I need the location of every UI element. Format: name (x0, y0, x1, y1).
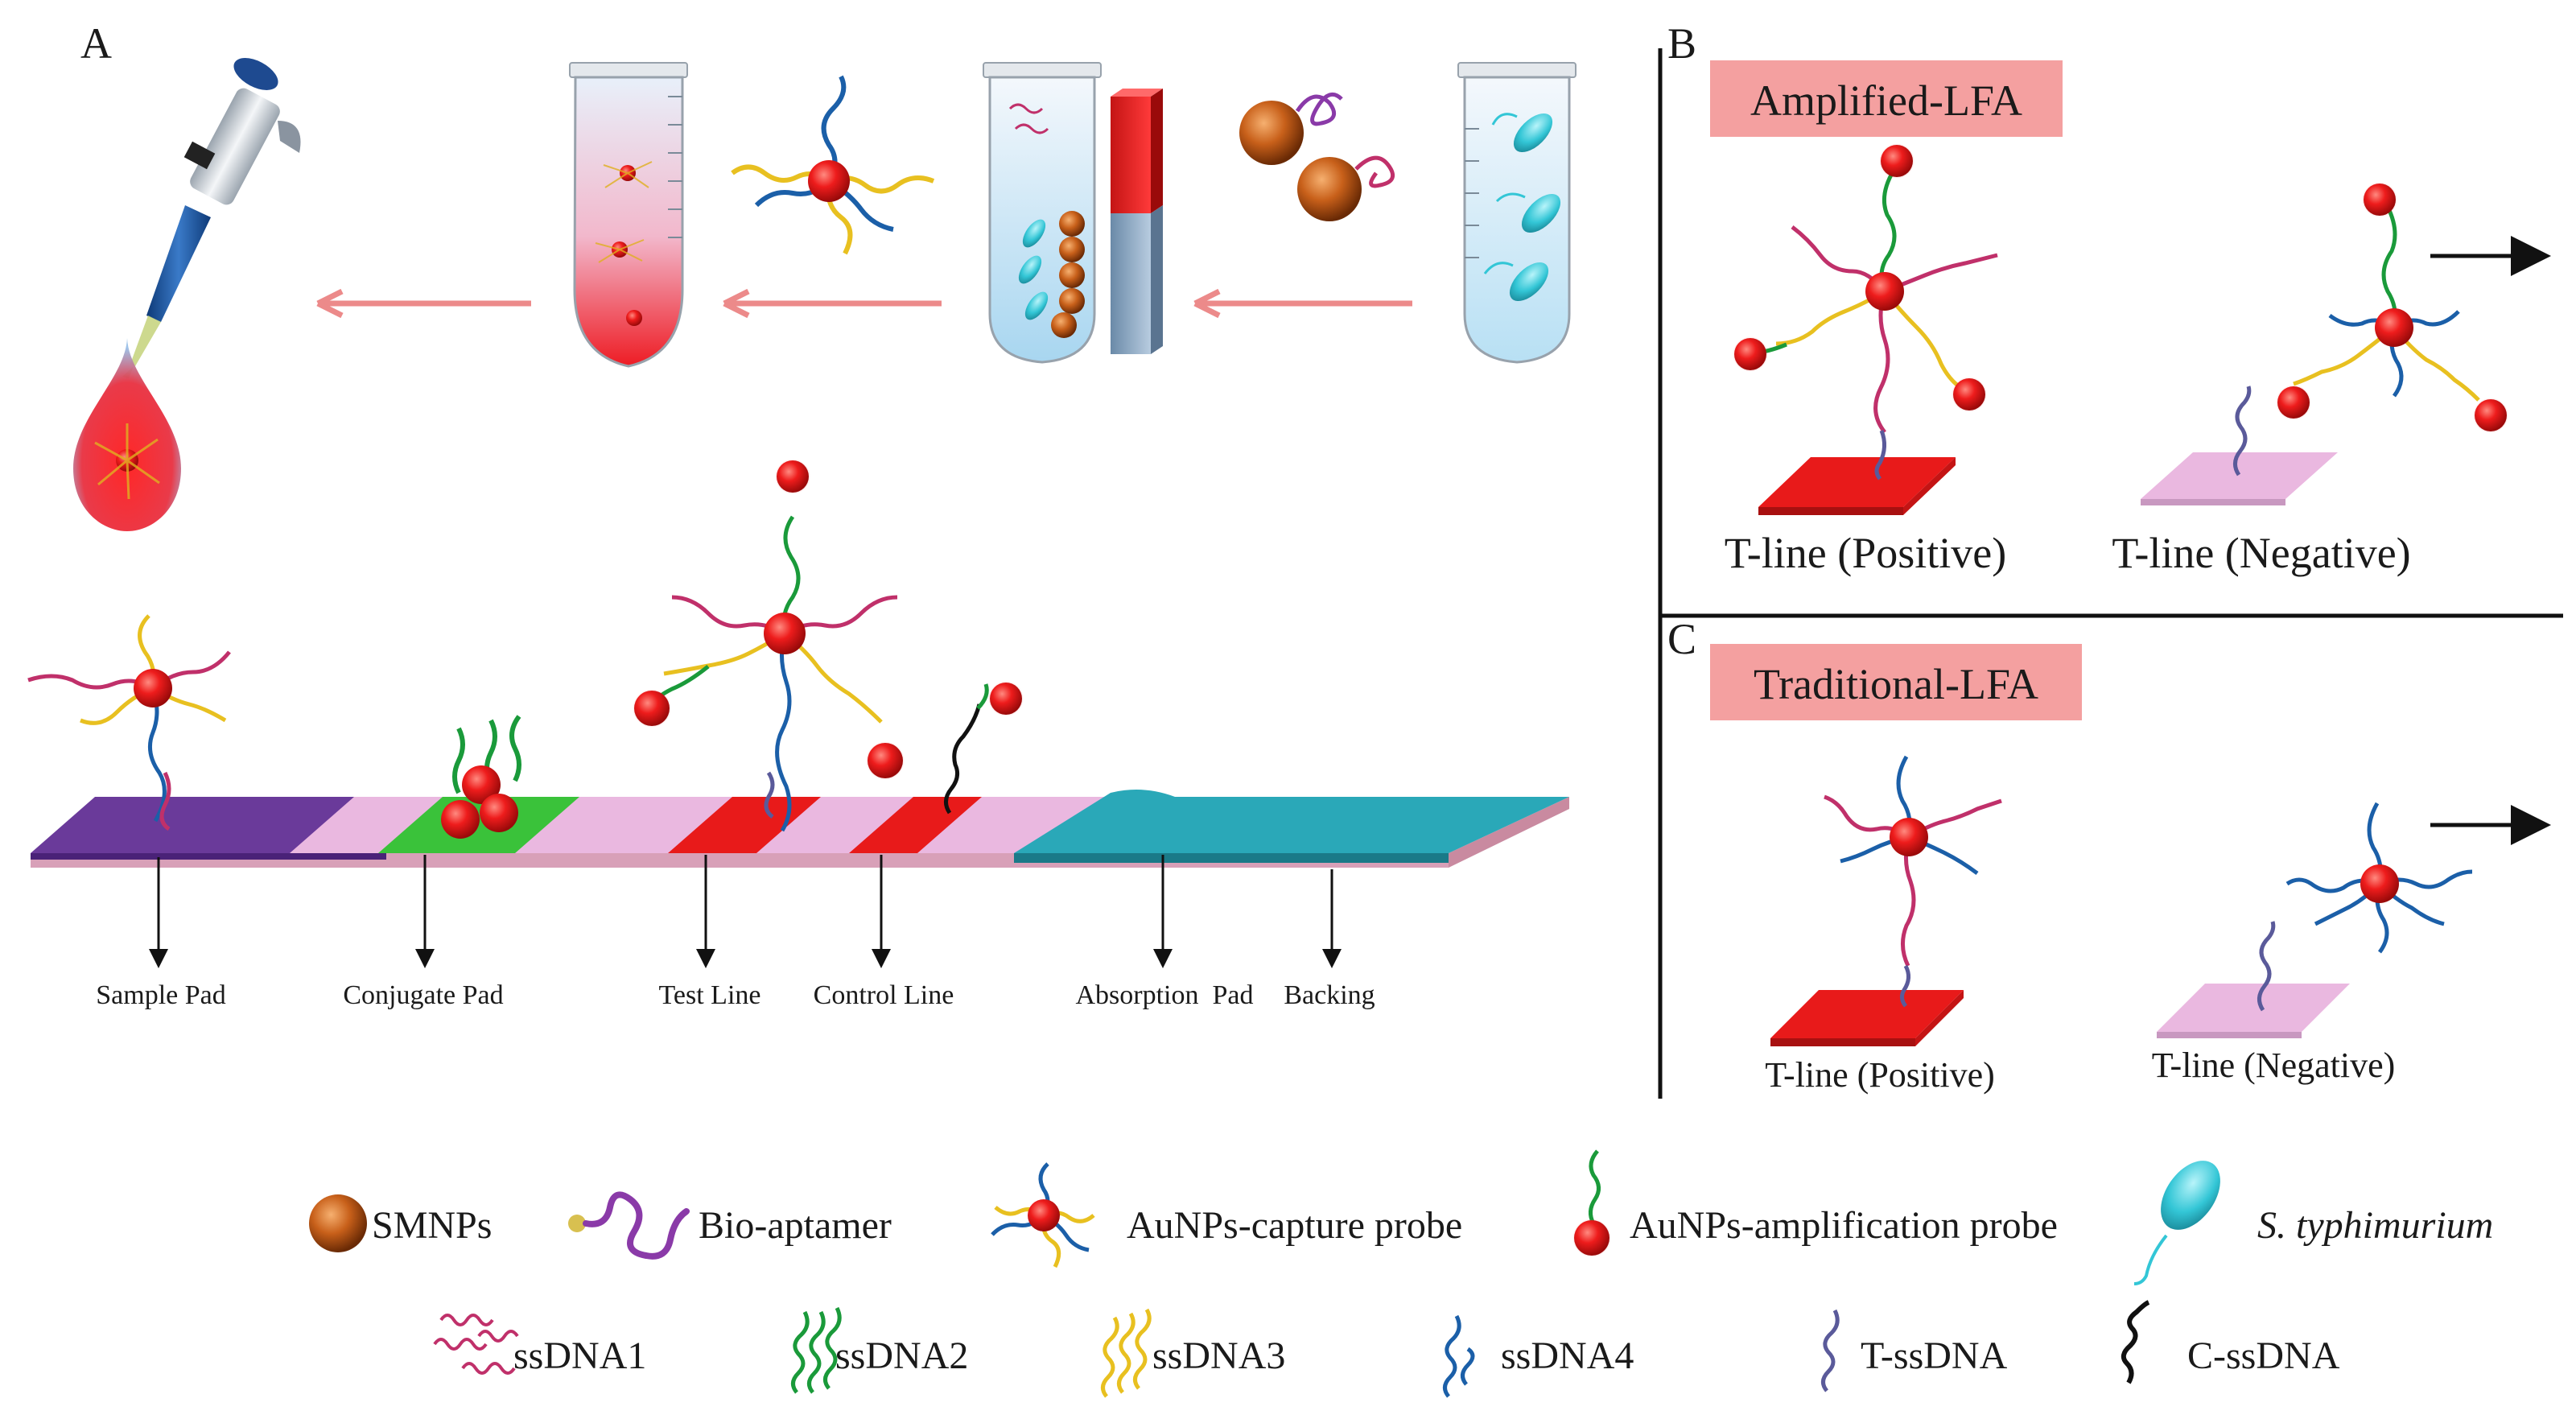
panel-label-b: B (1667, 19, 1696, 68)
label-control-line: Control Line (814, 980, 954, 1010)
traditional-negative-label: T-line (Negative) (2152, 1046, 2396, 1085)
legend-ssdna4-icon (1443, 1314, 1475, 1398)
workflow-arrow-2 (723, 288, 942, 319)
traditional-negative-complex (2285, 802, 2473, 954)
legend-amplification-probe-label: AuNPs-amplification probe (1630, 1204, 2058, 1247)
conjugate-pad-amplification-probes (441, 715, 521, 839)
legend-ssdna2-icon (791, 1306, 842, 1394)
tube-conjugate-solution (569, 62, 688, 368)
workflow-arrow-3 (1193, 288, 1412, 319)
legend-ssdna2-label: ssDNA2 (835, 1334, 968, 1377)
label-sample-pad: Sample Pad (96, 980, 225, 1010)
legend-t-ssdna-icon (1821, 1309, 1840, 1392)
strip-leader-arrows (149, 855, 1342, 968)
legend-ssdna1-label: ssDNA1 (513, 1334, 646, 1377)
label-test-line: Test Line (659, 980, 761, 1010)
legend-s-typhimurium-label: S. typhimurium (2257, 1204, 2493, 1247)
pipette-icon (122, 58, 301, 378)
legend-ssdna3-label: ssDNA3 (1152, 1334, 1285, 1377)
legend-capture-probe-icon (991, 1162, 1095, 1268)
legend-t-ssdna-label: T-ssDNA (1861, 1334, 2008, 1377)
legend-ssdna3-icon (1101, 1308, 1152, 1398)
banner-amplified-lfa (1710, 60, 2063, 137)
label-backing: Backing (1284, 980, 1375, 1010)
legend-c-ssdna-label: C-ssDNA (2187, 1334, 2340, 1377)
amplified-negative-label: T-line (Negative) (2112, 529, 2410, 577)
sample-droplet (73, 338, 181, 531)
legend-smnps-label: SMNPs (372, 1204, 492, 1247)
capture-probe-free (731, 75, 935, 255)
banner-amplified-lfa-text: Amplified-LFA (1750, 76, 2022, 125)
legend-smnps-icon (309, 1194, 367, 1252)
legend-bio-aptamer-icon (568, 1191, 690, 1260)
label-conjugate-pad: Conjugate Pad (343, 980, 503, 1010)
amplified-positive-label: T-line (Positive) (1725, 529, 2006, 577)
tube-magnetic-separation (983, 62, 1163, 364)
workflow-arrow-1 (316, 288, 531, 319)
amplified-positive-tline (1758, 457, 1956, 515)
control-line-probe (944, 681, 1024, 815)
banner-traditional-lfa-text: Traditional-LFA (1754, 660, 2038, 708)
legend-s-typhimurium-icon (2133, 1161, 2220, 1285)
legend-amplification-probe-icon (1572, 1149, 1611, 1257)
traditional-positive-tline (1770, 990, 1964, 1046)
legend-ssdna1-icon (433, 1314, 519, 1375)
traditional-positive-label: T-line (Positive) (1765, 1055, 1995, 1095)
lfa-strip (31, 790, 1569, 868)
legend-capture-probe-label: AuNPs-capture probe (1127, 1204, 1462, 1247)
traditional-positive-complex (1824, 755, 2002, 1008)
amplified-negative-tline (2141, 386, 2338, 505)
absorption-pad (1014, 790, 1569, 853)
panel-label-a: A (80, 19, 112, 68)
sandwich-complex-test-line (633, 459, 905, 832)
capture-probe-on-sample-pad (27, 614, 231, 831)
tube-bacteria-sample (1457, 62, 1577, 364)
amplified-negative-complex (2276, 182, 2508, 433)
legend-ssdna4-label: ssDNA4 (1501, 1334, 1634, 1377)
legend-c-ssdna-icon (2121, 1300, 2150, 1384)
amplified-positive-complex (1733, 143, 1998, 481)
label-absorption-pad: Absorption Pad (1076, 980, 1254, 1010)
test-line (668, 797, 821, 853)
traditional-negative-tline (2157, 921, 2350, 1038)
conjugate-pad (378, 797, 579, 853)
banner-traditional-lfa (1710, 644, 2082, 720)
panel-label-c: C (1667, 615, 1696, 663)
legend-bio-aptamer-label: Bio-aptamer (699, 1204, 892, 1247)
smnps-with-aptamer (1239, 92, 1395, 221)
